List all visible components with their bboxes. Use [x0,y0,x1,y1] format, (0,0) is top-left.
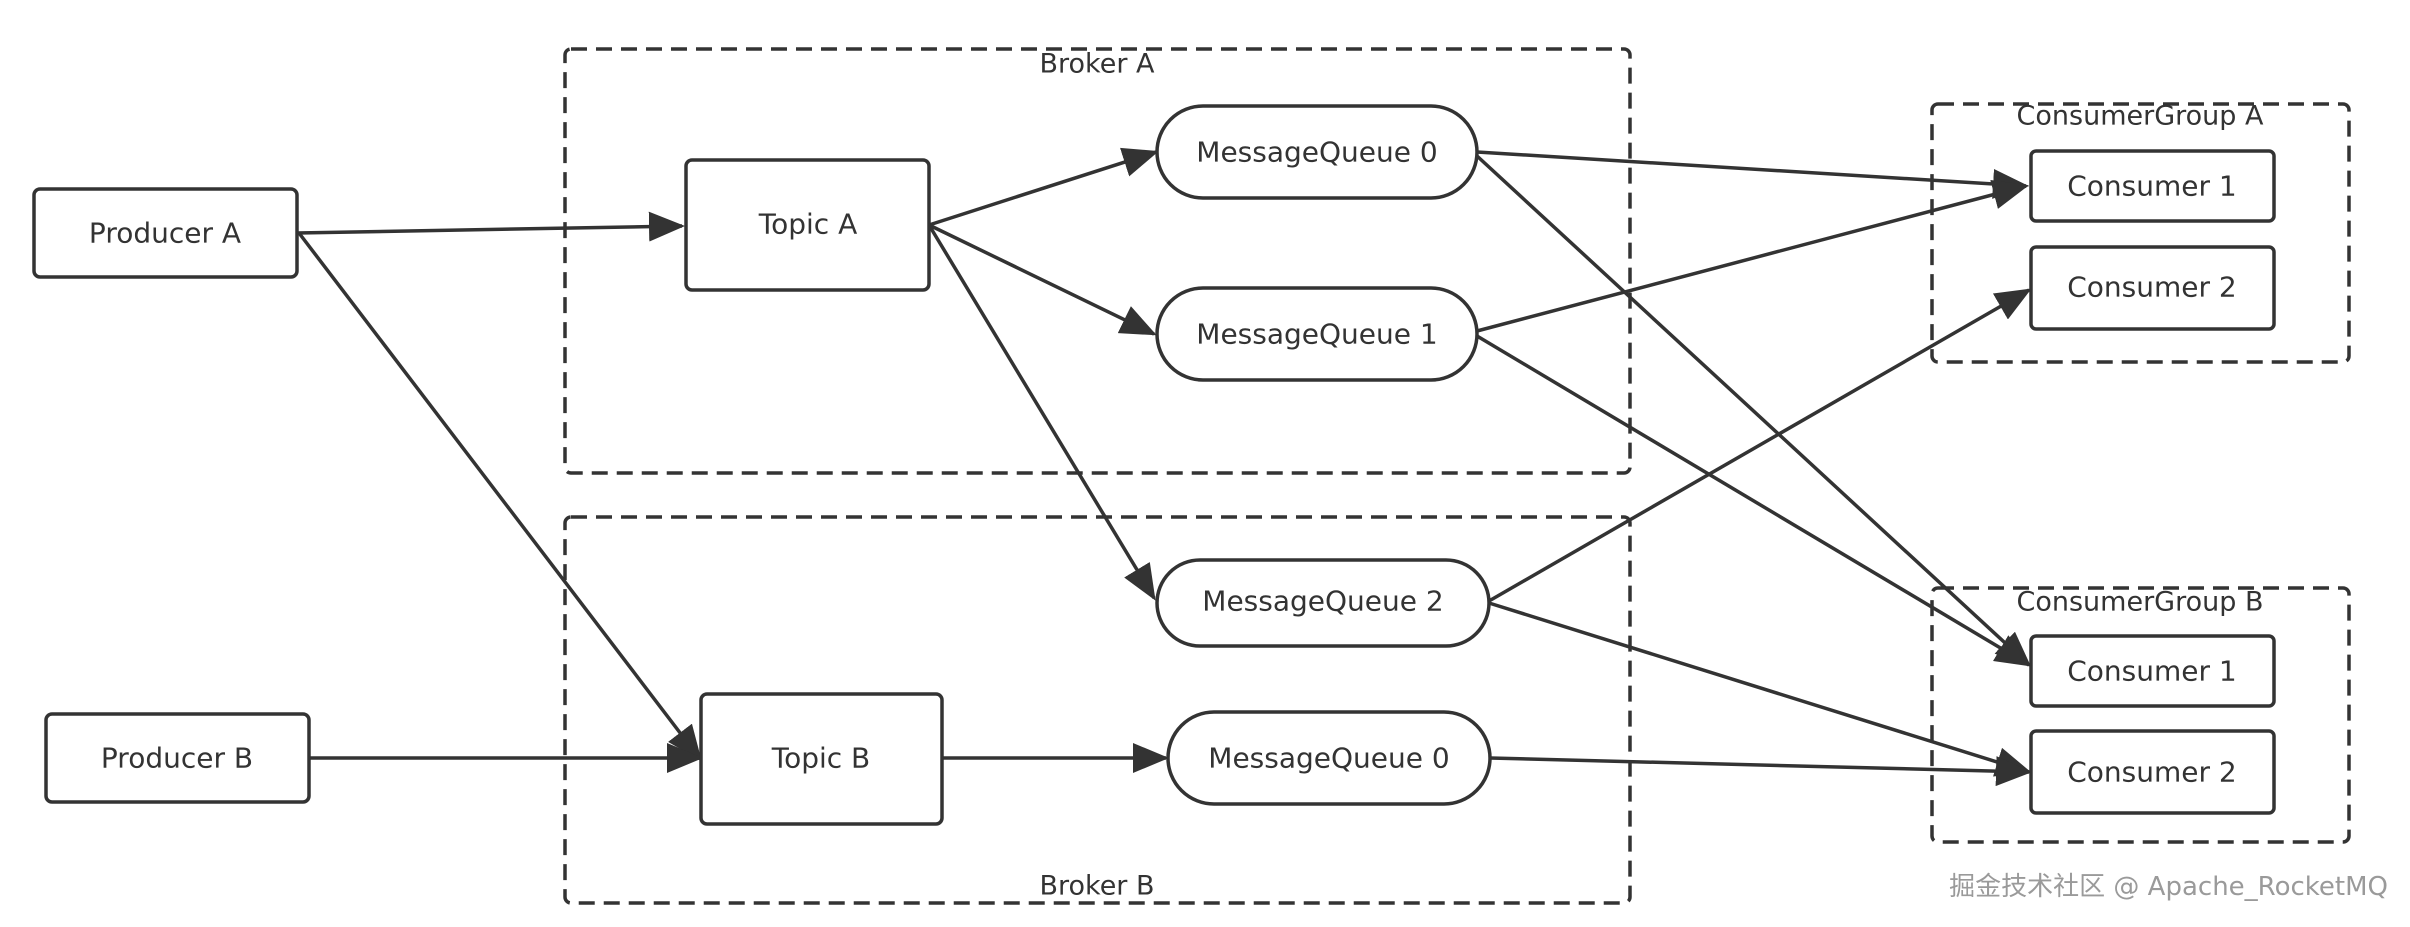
edge-a-mq2-to-gb-consumer2 [1488,601,2032,777]
edge-producer-a-to-topic-b [297,231,702,762]
topic-b-message-queue-0 [1166,710,1492,806]
edge-a-mq2-to-ga-consumer2 [1488,288,2032,603]
topic-a-message-queue-1 [1155,286,1479,382]
topic-a-message-queue-2-label: MessageQueue 2 [1202,585,1443,618]
edge-topic-a-to-mq0 [928,147,1159,227]
consumer-group-a [1930,102,2351,364]
group-b-consumer-2-label: Consumer 2 [2067,756,2237,789]
edge-producer-a-to-topic-a [296,211,685,242]
edge-topic-a-to-mq2 [927,224,1156,601]
topic-a-message-queue-0-label: MessageQueue 0 [1196,136,1437,169]
topic-a-node [684,158,931,292]
edge-a-mq1-to-gb-consumer1 [1476,334,2032,667]
producer-b-label: Producer B [101,742,253,775]
edge-a-mq0-to-ga-consumer1 [1476,150,2029,199]
topic-a-label: Topic A [758,208,857,241]
group-a-consumer-2 [2029,245,2276,331]
group-a-consumer-2-label: Consumer 2 [2067,271,2237,304]
producer-a-label: Producer A [89,217,241,250]
group-b-consumer-1-label: Consumer 1 [2067,655,2237,688]
topic-a-message-queue-0 [1155,104,1479,200]
group-b-consumer-2 [2029,729,2276,815]
topic-b-label: Topic B [771,742,871,775]
broker-b-label: Broker B [1039,871,1154,902]
consumer-group-a-label: ConsumerGroup A [2017,101,2264,132]
edge-b-mq0-to-gb-consumer2 [1489,756,2032,787]
producer-b-node [44,712,311,804]
consumer-group-b [1930,586,2351,844]
group-b-consumer-1 [2029,634,2276,708]
topic-b-message-queue-0-label: MessageQueue 0 [1208,742,1449,775]
broker-b-group [563,515,1632,905]
broker-a-group [563,47,1632,475]
topic-a-message-queue-2 [1155,558,1491,648]
edge-topic-a-to-mq1 [928,223,1157,336]
watermark-text: 掘金技术社区 @ Apache_RocketMQ [1949,872,2388,902]
group-a-consumer-1 [2029,149,2276,223]
group-a-consumer-1-label: Consumer 1 [2067,170,2237,203]
edge-a-mq1-to-ga-consumer1 [1476,179,2029,333]
edges [296,147,2032,787]
topic-a-message-queue-1-label: MessageQueue 1 [1196,318,1437,351]
producer-a-node [32,187,299,279]
topic-b-node [699,692,944,826]
consumer-group-b-label: ConsumerGroup B [2017,587,2264,618]
broker-a-label: Broker A [1040,49,1156,80]
edge-a-mq0-to-gb-consumer1 [1475,154,2032,668]
